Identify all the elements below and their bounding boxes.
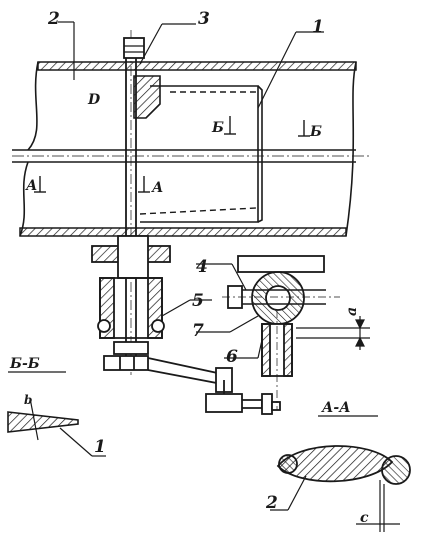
duct-body xyxy=(12,61,370,237)
section-aa xyxy=(270,415,411,532)
mark-b-right: Б xyxy=(309,124,322,140)
mark-d: D xyxy=(87,92,101,108)
linkage xyxy=(205,367,281,415)
mark-gap-a: a xyxy=(344,307,360,316)
callout-2-section: 2 xyxy=(265,493,278,513)
section-label-aa: А-А xyxy=(321,400,351,416)
callout-4: 4 xyxy=(196,257,208,277)
callout-5: 5 xyxy=(192,291,204,311)
gap-a-dimension xyxy=(296,316,370,350)
mark-a-right: А xyxy=(151,180,163,196)
damper-plate xyxy=(133,75,263,223)
leader-lines xyxy=(58,21,324,359)
section-bb xyxy=(7,371,106,457)
mark-a-left: А xyxy=(25,178,37,194)
section-label-bb: Б-Б xyxy=(9,356,40,372)
vertical-shaft xyxy=(123,30,145,375)
lever-arm xyxy=(103,355,223,386)
callout-1-section: 1 xyxy=(94,437,106,457)
callout-7: 7 xyxy=(192,321,204,341)
mark-b-left: Б xyxy=(211,120,224,136)
section-arrows xyxy=(34,116,310,193)
callout-2: 2 xyxy=(47,9,60,29)
mark-gap-b: b xyxy=(24,393,32,407)
labels: 2 3 1 D Б Б А А 4 5 7 6 a Б-Б b 1 А-А 2 … xyxy=(9,9,369,526)
callout-1: 1 xyxy=(312,17,324,37)
gearbox xyxy=(222,255,340,410)
mark-gap-c: c xyxy=(360,510,369,526)
callout-6: 6 xyxy=(226,347,238,367)
bearing-housing xyxy=(91,235,171,355)
callout-3: 3 xyxy=(198,9,210,29)
